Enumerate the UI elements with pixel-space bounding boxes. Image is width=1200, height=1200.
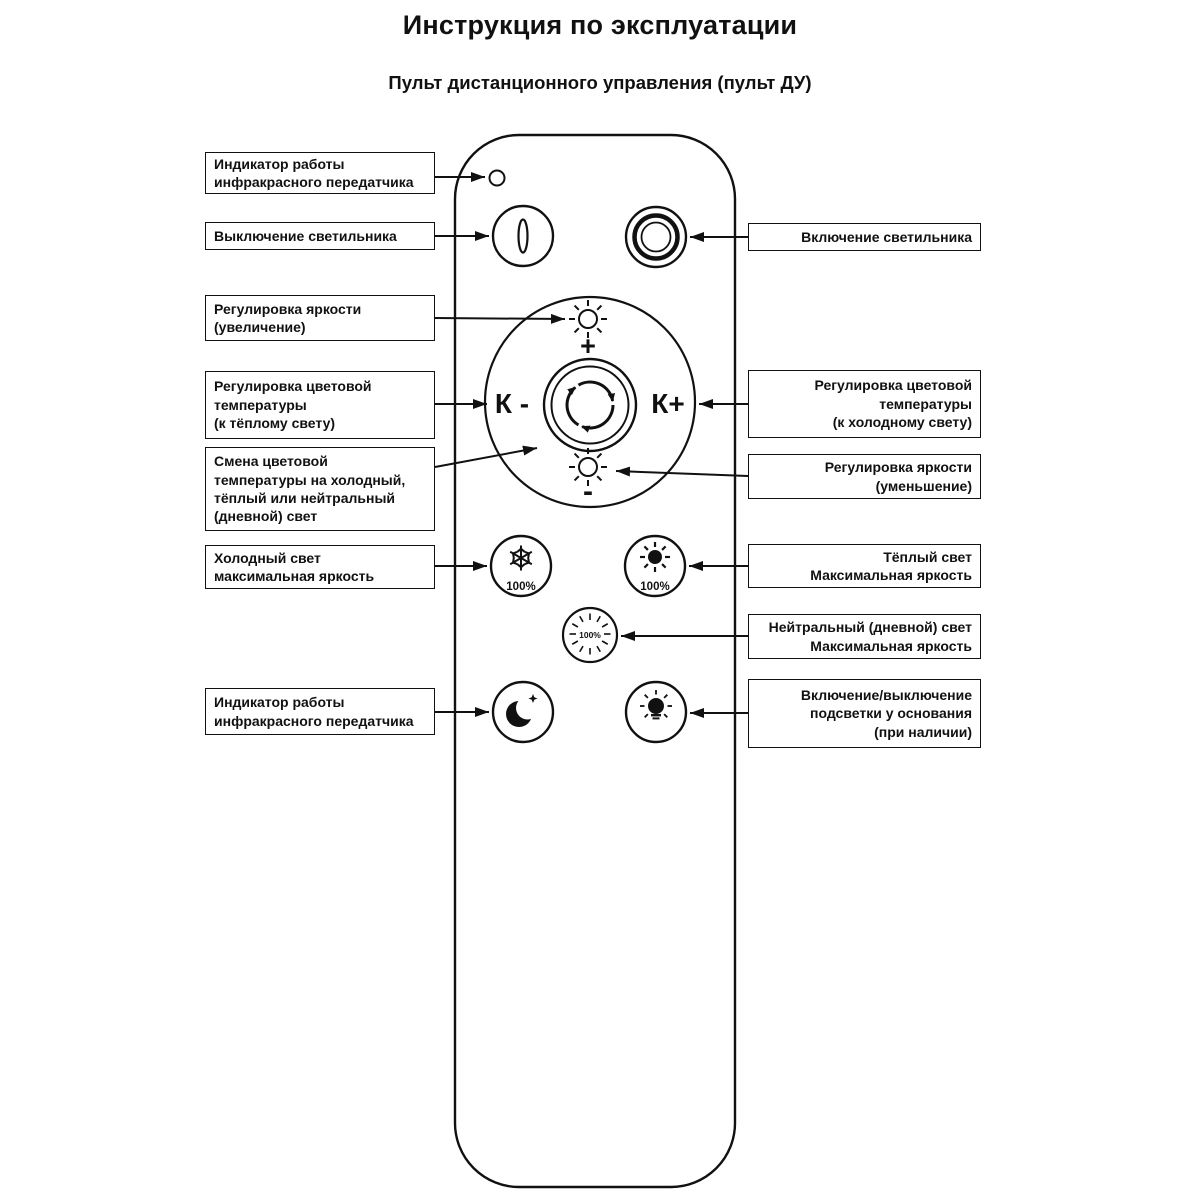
color-cycle-button: [542, 357, 638, 453]
brightness-down-icon: [569, 448, 607, 486]
neutral-sun-icon: [569, 613, 611, 655]
callout-label: Включение светильника: [801, 228, 972, 245]
warm-percent-label: 100%: [640, 581, 669, 593]
cold-percent-label: 100%: [506, 581, 535, 593]
star-icon: [528, 694, 538, 703]
page-title: Инструкция по эксплуатации: [402, 10, 798, 40]
cycle-arrows-icon: [565, 380, 616, 433]
night-mode-button: [491, 680, 555, 744]
callout-label: Индикатор работы инфракрасного передатчи…: [214, 155, 414, 190]
neutral-max-button: 100%: [561, 606, 619, 664]
minus-label: -: [583, 475, 593, 508]
snowflake-icon: [509, 545, 533, 571]
callout-power-on: Включение светильника: [748, 223, 981, 251]
power-on-button: [624, 205, 688, 269]
callout-brightness-decrease: Регулировка яркости (уменьшение): [748, 454, 981, 499]
k-cool-label: К+: [651, 388, 684, 419]
arrow-brightness-decrease: [615, 466, 749, 477]
callout-label: Тёплый свет Максимальная яркость: [810, 548, 972, 583]
callout-label: Выключение светильника: [214, 227, 397, 244]
callout-label: Нейтральный (дневной) свет Максимальная …: [768, 619, 972, 654]
callout-neutral-max: Нейтральный (дневной) свет Максимальная …: [748, 614, 981, 659]
base-backlight-button: [624, 680, 688, 744]
warm-sun-icon: [640, 542, 670, 572]
power-off-button: [491, 204, 555, 268]
moon-icon: [506, 694, 539, 727]
callout-power-off: Выключение светильника: [205, 222, 435, 250]
callout-label: Регулировка яркости (увеличение): [214, 300, 362, 335]
callout-ir-indicator: Индикатор работы инфракрасного передатчи…: [205, 152, 435, 194]
callout-color-temp-cool: Регулировка цветовой температуры (к холо…: [748, 370, 981, 438]
callout-label: Регулировка цветовой температуры (к холо…: [814, 377, 972, 431]
ir-led-indicator: [488, 169, 506, 187]
bulb-icon: [640, 690, 672, 720]
callout-color-temp-cycle: Смена цветовой температуры на холодный, …: [205, 447, 435, 531]
plus-label: +: [580, 331, 596, 361]
cold-max-button: 100%: [489, 534, 553, 598]
brightness-up-icon: [569, 300, 607, 338]
callout-label: Регулировка цветовой температуры (к тёпл…: [214, 378, 372, 432]
callout-label: Смена цветовой температуры на холодный, …: [214, 453, 406, 525]
warm-max-button: 100%: [623, 534, 687, 598]
callout-brightness-increase: Регулировка яркости (увеличение): [205, 295, 435, 341]
callout-label: Регулировка яркости (уменьшение): [824, 459, 972, 494]
page-subtitle: Пульт дистанционного управления (пульт Д…: [388, 72, 812, 93]
callout-warm-max: Тёплый свет Максимальная яркость: [748, 544, 981, 588]
callout-label: Индикатор работы инфракрасного передатчи…: [214, 694, 414, 729]
arrow-color-temp-cycle: [434, 445, 538, 468]
power-off-icon: [517, 218, 529, 254]
arrow-brightness-increase: [434, 313, 566, 324]
k-warm-label: К -: [495, 388, 529, 419]
callout-arrows: [434, 172, 749, 718]
callout-label: Холодный свет максимальная яркость: [214, 549, 375, 584]
callout-cold-max: Холодный свет максимальная яркость: [205, 545, 435, 589]
power-on-icon: [632, 213, 680, 261]
callout-label: Включение/выключение подсветки у основан…: [800, 686, 972, 740]
callout-base-backlight: Включение/выключение подсветки у основан…: [748, 679, 981, 748]
neutral-percent-label: 100%: [579, 630, 601, 640]
callout-night-mode: Индикатор работы инфракрасного передатчи…: [205, 688, 435, 735]
callout-color-temp-warm: Регулировка цветовой температуры (к тёпл…: [205, 371, 435, 439]
